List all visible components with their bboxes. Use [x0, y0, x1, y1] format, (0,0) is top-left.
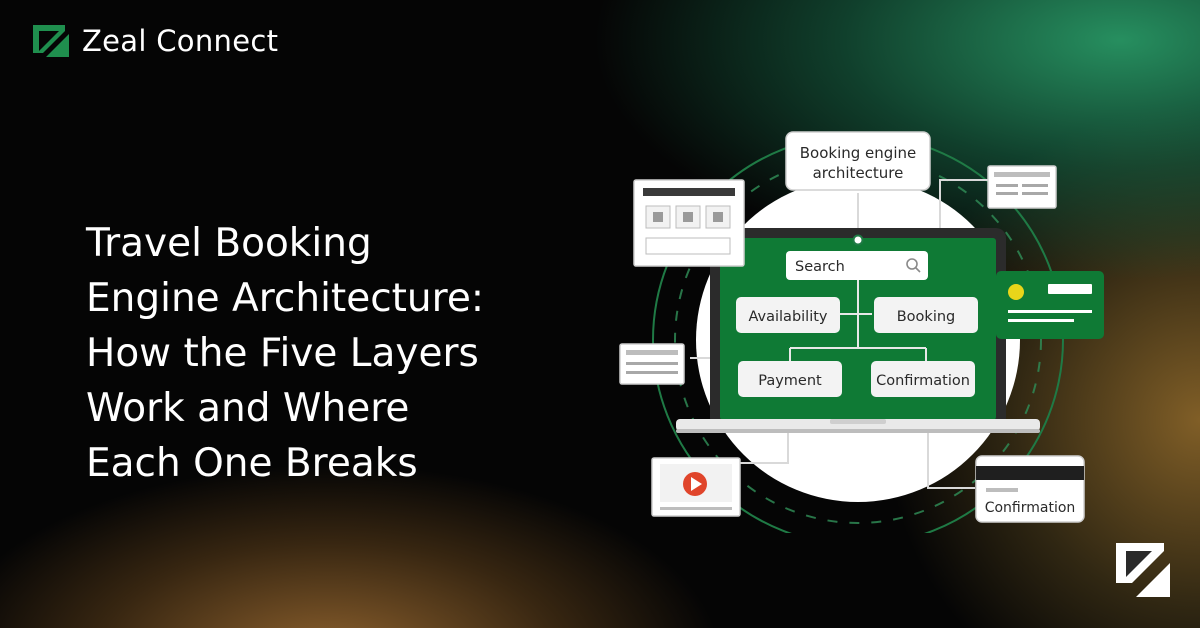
search-bar: Search: [786, 251, 928, 280]
confirmation-label: Confirmation: [876, 373, 970, 389]
headline-line-5: Each One Breaks: [86, 441, 418, 486]
headline-line-2: Engine Architecture:: [86, 276, 484, 321]
connector-dot: [852, 234, 864, 246]
profile-dot-icon: [1008, 284, 1024, 300]
document-widget: [987, 165, 1057, 209]
profile-card-widget: [996, 271, 1104, 339]
brand: Zeal Connect: [30, 20, 278, 62]
booking-engine-illustration: Booking engine architecture Search Avail…: [619, 131, 1104, 533]
list-widget: [619, 343, 685, 385]
title-line-2: architecture: [813, 164, 904, 182]
headline-line-3: How the Five Layers: [86, 331, 479, 376]
play-icon: [683, 472, 707, 496]
zeal-logo-icon: [33, 25, 69, 57]
headline: Travel Booking Engine Architecture: How …: [86, 216, 586, 491]
headline-line-4: Work and Where: [86, 386, 410, 431]
availability-box: Availability: [736, 297, 840, 333]
brand-name: Zeal Connect: [82, 24, 279, 58]
title-box: Booking engine architecture: [785, 131, 931, 191]
confirmation-card-widget: Confirmation: [975, 455, 1085, 523]
payment-box: Payment: [738, 361, 842, 397]
zeal-corner-logo-icon: [1116, 543, 1170, 597]
booking-label: Booking: [897, 309, 956, 325]
search-icon: [906, 258, 921, 273]
booking-box: Booking: [874, 297, 978, 333]
card-confirmation-label: Confirmation: [985, 500, 1076, 516]
title-line-1: Booking engine: [800, 144, 916, 162]
headline-line-1: Travel Booking: [86, 221, 372, 266]
availability-label: Availability: [748, 309, 827, 325]
video-player-widget: [651, 457, 741, 517]
confirmation-box: Confirmation: [871, 361, 975, 397]
screen-tree-lines: [789, 280, 927, 361]
search-placeholder: Search: [795, 259, 845, 275]
payment-label: Payment: [758, 373, 822, 389]
window-widget: [633, 179, 745, 267]
